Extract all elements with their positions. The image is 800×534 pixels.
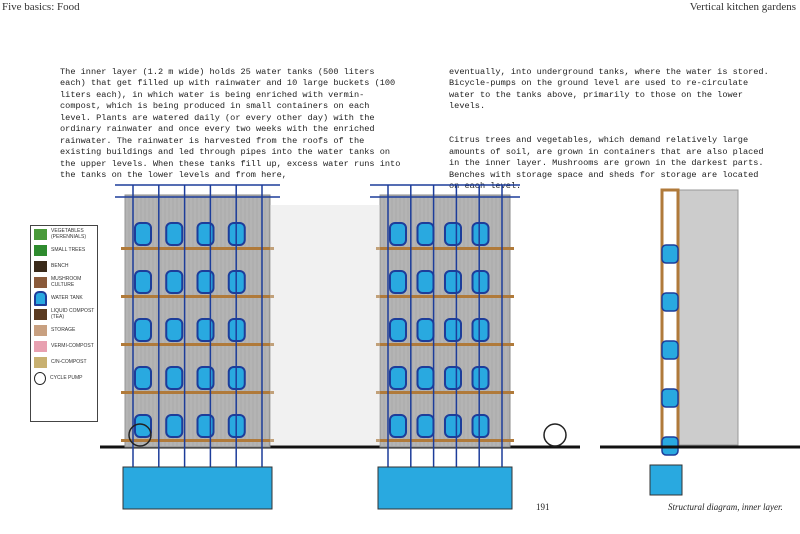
running-header-right: Vertical kitchen gardens bbox=[689, 1, 796, 13]
water-tank-icon bbox=[196, 222, 215, 246]
water-tank-icon bbox=[471, 414, 490, 438]
paragraph: The inner layer (1.2 m wide) holds 25 wa… bbox=[60, 66, 401, 181]
water-tank-icon bbox=[661, 292, 679, 312]
section-wall bbox=[677, 189, 739, 446]
bench-icon bbox=[34, 260, 47, 272]
cycle-pump-icon bbox=[34, 371, 46, 385]
water-tank-icon bbox=[389, 270, 407, 294]
water-tank-icon bbox=[416, 366, 435, 390]
legend-label: BENCH bbox=[51, 263, 69, 269]
legend-label: SMALL TREES bbox=[51, 247, 86, 253]
water-tank-icon bbox=[196, 366, 215, 390]
shelf bbox=[376, 295, 514, 298]
paragraph: Citrus trees and vegetables, which deman… bbox=[449, 135, 764, 191]
legend-item: BENCH bbox=[31, 258, 97, 274]
legend-item: VERMI-COMPOST bbox=[31, 338, 97, 354]
water-tank-icon bbox=[134, 414, 152, 438]
structural-diagram bbox=[100, 184, 800, 510]
underground-tank bbox=[122, 466, 273, 510]
legend-item: C/N-COMPOST bbox=[31, 354, 97, 370]
legend-item: LIQUID COMPOST (TEA) bbox=[31, 306, 97, 322]
legend-item: STORAGE bbox=[31, 322, 97, 338]
liquid-compost-icon bbox=[34, 308, 47, 320]
shelf bbox=[121, 439, 274, 442]
water-tank-icon bbox=[196, 270, 215, 294]
water-tank-icon bbox=[389, 414, 407, 438]
water-tank-icon bbox=[389, 366, 407, 390]
mushroom-icon bbox=[34, 276, 47, 288]
water-tank-icon bbox=[471, 318, 490, 342]
legend-label: VERMI-COMPOST bbox=[51, 343, 94, 349]
water-tank-icon bbox=[661, 340, 679, 360]
figure-caption: Structural diagram, inner layer. bbox=[668, 502, 783, 512]
shelf bbox=[376, 343, 514, 346]
underground-tank bbox=[649, 464, 683, 496]
diagram-legend: VEGETABLES (PERENNIALS) SMALL TREES BENCH M… bbox=[30, 225, 98, 422]
water-tank-icon bbox=[196, 318, 215, 342]
vermi-compost-icon bbox=[34, 340, 47, 352]
shelf bbox=[376, 247, 514, 250]
shelf bbox=[376, 391, 514, 394]
paragraph: eventually, into underground tanks, wher… bbox=[449, 66, 769, 112]
storage-icon bbox=[34, 324, 47, 336]
water-tank-icon bbox=[134, 318, 152, 342]
water-tank-icon bbox=[134, 270, 152, 294]
underground-tank bbox=[377, 466, 513, 510]
tree-icon bbox=[34, 244, 47, 256]
running-header-left: Five basics: Food bbox=[2, 1, 80, 13]
water-tank-icon bbox=[471, 270, 490, 294]
legend-item: MUSHROOM CULTURE bbox=[31, 274, 97, 290]
gap bbox=[270, 205, 380, 445]
legend-item: SMALL TREES bbox=[31, 242, 97, 258]
shelf bbox=[121, 343, 274, 346]
cycle-pump-icon bbox=[128, 423, 152, 447]
legend-label: LIQUID COMPOST (TEA) bbox=[51, 308, 95, 320]
water-tank-icon bbox=[444, 414, 462, 438]
water-tank-icon bbox=[165, 318, 184, 342]
shelf bbox=[121, 247, 274, 250]
body-text-column-2: eventually, into underground tanks, wher… bbox=[449, 55, 769, 215]
water-tank-icon bbox=[661, 244, 679, 264]
water-tank-icon bbox=[134, 366, 152, 390]
water-tank-icon bbox=[165, 222, 184, 246]
legend-item: WATER TANK bbox=[31, 290, 97, 306]
water-tank-icon bbox=[165, 366, 184, 390]
legend-item: CYCLE PUMP bbox=[31, 370, 97, 386]
vegetables-icon bbox=[34, 228, 47, 240]
water-tank-icon bbox=[444, 366, 462, 390]
water-tank-icon bbox=[661, 388, 679, 408]
cn-compost-icon bbox=[34, 356, 47, 368]
legend-label: MUSHROOM CULTURE bbox=[51, 276, 82, 288]
water-tank-icon bbox=[165, 414, 184, 438]
legend-item: VEGETABLES (PERENNIALS) bbox=[31, 226, 97, 242]
water-tank-icon bbox=[34, 290, 47, 306]
shelf bbox=[121, 295, 274, 298]
water-tank-icon bbox=[196, 414, 215, 438]
shelf bbox=[121, 391, 274, 394]
water-tank-icon bbox=[389, 318, 407, 342]
legend-label: CYCLE PUMP bbox=[50, 375, 83, 381]
cycle-pump-icon bbox=[543, 423, 567, 447]
water-tank-icon bbox=[134, 222, 152, 246]
water-tank-icon bbox=[444, 222, 462, 246]
water-tank-icon bbox=[416, 414, 435, 438]
shelf bbox=[376, 439, 514, 442]
water-tank-icon bbox=[444, 318, 462, 342]
legend-label: STORAGE bbox=[51, 327, 76, 333]
water-tank-icon bbox=[471, 222, 490, 246]
water-tank-icon bbox=[165, 270, 184, 294]
body-text-column-1: The inner layer (1.2 m wide) holds 25 wa… bbox=[60, 55, 405, 204]
legend-label: C/N-COMPOST bbox=[51, 359, 87, 365]
water-tank-icon bbox=[471, 366, 490, 390]
page-number: 191 bbox=[536, 502, 550, 512]
legend-label: VEGETABLES (PERENNIALS) bbox=[51, 228, 87, 240]
water-tank-icon bbox=[416, 222, 435, 246]
water-tank-icon bbox=[416, 318, 435, 342]
water-tank-icon bbox=[389, 222, 407, 246]
legend-label: WATER TANK bbox=[51, 295, 83, 301]
water-tank-icon bbox=[416, 270, 435, 294]
water-tank-icon bbox=[444, 270, 462, 294]
